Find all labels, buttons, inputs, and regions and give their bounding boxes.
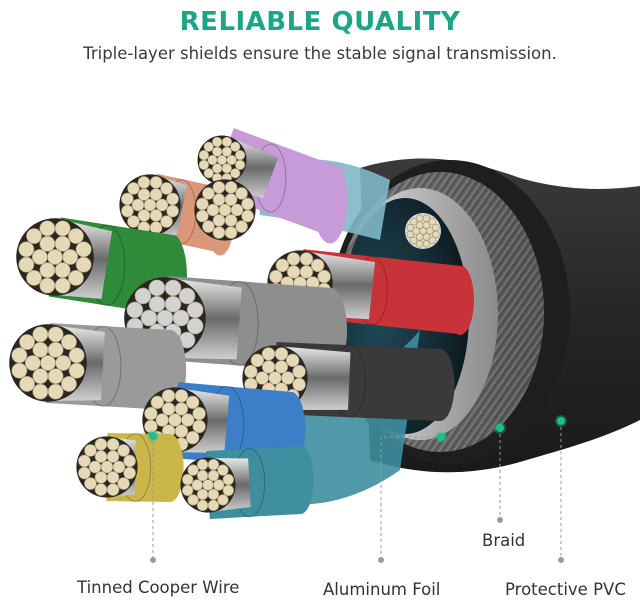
leader-end-dot-foil [378,557,384,563]
leader-end-dot-copper [150,557,156,563]
black-wire-end-face [9,324,87,402]
green-wire-end-face [16,218,94,296]
label-protective-pvc: Protective PVC [505,580,626,599]
label-braid: Braid [482,531,526,550]
callout-leaders [152,421,562,560]
leader-end-dot-pvc [558,557,564,563]
callout-markers [147,415,567,563]
yellow-wire-end-face [76,436,138,498]
orange-wire-end-face [119,174,181,236]
purple-wire-2-end-face [194,179,256,241]
teal-wire [180,445,314,519]
wire-bundle [9,128,474,519]
marker-dot-copper [149,432,157,440]
label-tinned-copper-wire: Tinned Cooper Wire [77,578,240,597]
marker-dot-pvc [557,417,565,425]
label-aluminum-foil: Aluminum Foil [323,580,441,599]
blue-wire [142,382,306,469]
marker-dot-braid [496,424,504,432]
purple-wire-2 [194,179,256,241]
leader-end-dot-braid [497,517,503,523]
page-title: RELIABLE QUALITY [179,7,461,37]
purple-wire-end-face [197,135,247,185]
page-subtitle: Triple-layer shields ensure the stable s… [83,44,557,63]
leader-line-foil [380,436,441,560]
green-wire [16,217,187,318]
drain-wire-strands [406,214,440,248]
teal-wire-end-face [180,457,236,513]
marker-dot-foil [437,433,445,441]
yellow-wire [76,432,184,503]
black-wire [9,323,187,411]
